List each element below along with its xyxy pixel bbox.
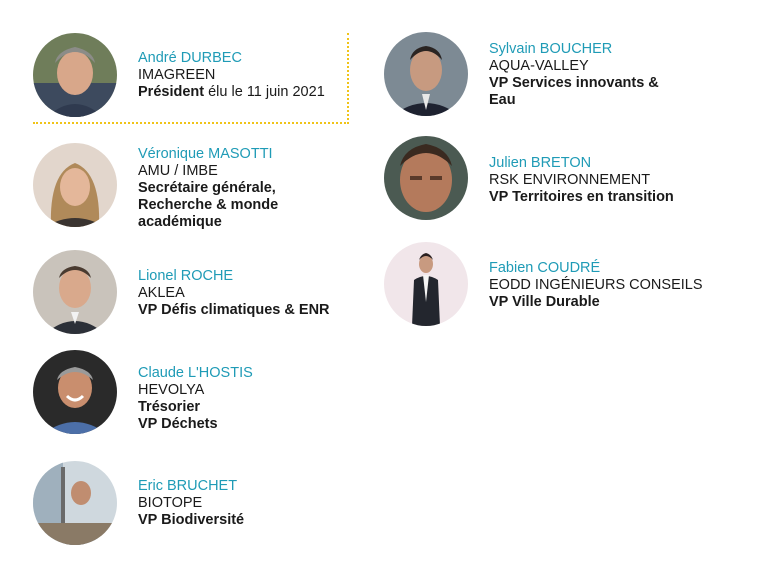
member-org: AMU / IMBE [138,163,218,179]
member-role-line: Recherche & monde [138,197,279,213]
member-name: Eric BRUCHET [138,478,238,494]
avatar-eric-bruchet [33,461,117,545]
avatar-julien-breton [384,136,468,220]
member-julien-breton: Julien BRETON RSK ENVIRONNEMENT VP Terri… [489,155,674,206]
member-role-line: VP Défis climatiques & ENR [138,302,330,318]
member-name: André DURBEC [138,50,242,66]
member-veronique-masotti: Véronique MASOTTI AMU / IMBE Secrétaire … [138,146,278,231]
member-name: Lionel ROCHE [138,268,234,284]
member-name: Claude L'HOSTIS [138,365,253,381]
member-role-line: académique [138,214,222,230]
member-org: BIOTOPE [138,495,203,511]
member-andre-durbec: André DURBEC IMAGREEN Président élu le 1… [138,50,325,101]
member-org: AKLEA [138,285,185,301]
member-claude-lhostis: Claude L'HOSTIS HEVOLYA Trésorier VP Déc… [138,365,253,433]
member-fabien-coudre: Fabien COUDRÉ EODD INGÉNIEURS CONSEILS V… [489,260,703,311]
member-role-line: VP Biodiversité [138,512,245,528]
avatar-lionel-roche [33,250,117,334]
member-org: HEVOLYA [138,382,205,398]
member-role-line: VP Ville Durable [489,294,600,310]
member-org: IMAGREEN [138,67,216,83]
member-role: Président élu le 11 juin 2021 [138,84,325,100]
member-org: AQUA-VALLEY [489,58,589,74]
avatar-sylvain-boucher [384,32,468,116]
member-role-line: VP Services innovants & [489,75,659,91]
avatar-andre-durbec [33,33,117,117]
member-sylvain-boucher: Sylvain BOUCHER AQUA-VALLEY VP Services … [489,41,659,109]
member-name: Fabien COUDRÉ [489,260,601,276]
member-name: Sylvain BOUCHER [489,41,613,57]
president-divider-horizontal [33,122,349,124]
avatar-claude-lhostis [33,350,117,434]
member-role-line: Trésorier [138,399,201,415]
member-lionel-roche: Lionel ROCHE AKLEA VP Défis climatiques … [138,268,330,319]
member-role-line: VP Territoires en transition [489,189,674,205]
member-name: Véronique MASOTTI [138,146,273,162]
member-role-line: VP Déchets [138,416,218,432]
member-org: RSK ENVIRONNEMENT [489,172,651,188]
member-name: Julien BRETON [489,155,592,171]
member-org: EODD INGÉNIEURS CONSEILS [489,277,703,293]
member-role-line: Secrétaire générale, [138,180,276,196]
avatar-veronique-masotti [33,143,117,227]
president-divider-vertical [347,33,349,124]
avatar-fabien-coudre [384,242,468,326]
member-eric-bruchet: Eric BRUCHET BIOTOPE VP Biodiversité [138,478,244,529]
member-role-line: Eau [489,92,516,108]
